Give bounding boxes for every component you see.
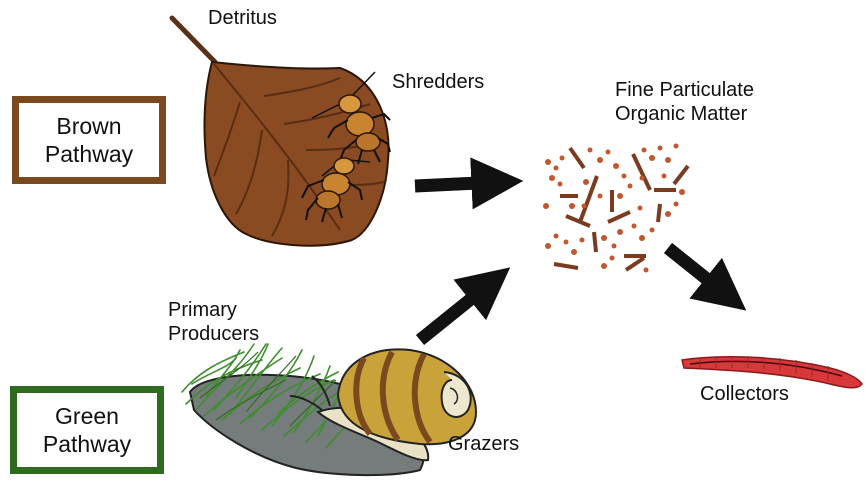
fpom-label-line1: Fine Particulate: [615, 78, 754, 102]
green-pathway-label-line1: Green: [55, 402, 119, 430]
detritus-label: Detritus: [208, 6, 277, 30]
grazers-label: Grazers: [448, 432, 519, 456]
brown-pathway-box: Brown Pathway: [12, 96, 166, 184]
collectors-label: Collectors: [700, 382, 789, 406]
green-pathway-label-line2: Pathway: [43, 430, 131, 458]
shredders-label: Shredders: [392, 70, 484, 94]
arrow-brown-to-fpom: [415, 182, 500, 186]
brown-pathway-label-line1: Brown: [56, 112, 121, 140]
primary-producers-label-line1: Primary: [168, 298, 237, 322]
arrow-fpom-to-collectors: [668, 248, 728, 296]
fpom-label-line2: Organic Matter: [615, 102, 747, 126]
brown-pathway-label-line2: Pathway: [45, 140, 133, 168]
green-pathway-box: Green Pathway: [10, 386, 164, 474]
arrow-green-to-fpom: [420, 282, 492, 340]
primary-producers-label-line2: Producers: [168, 322, 259, 346]
